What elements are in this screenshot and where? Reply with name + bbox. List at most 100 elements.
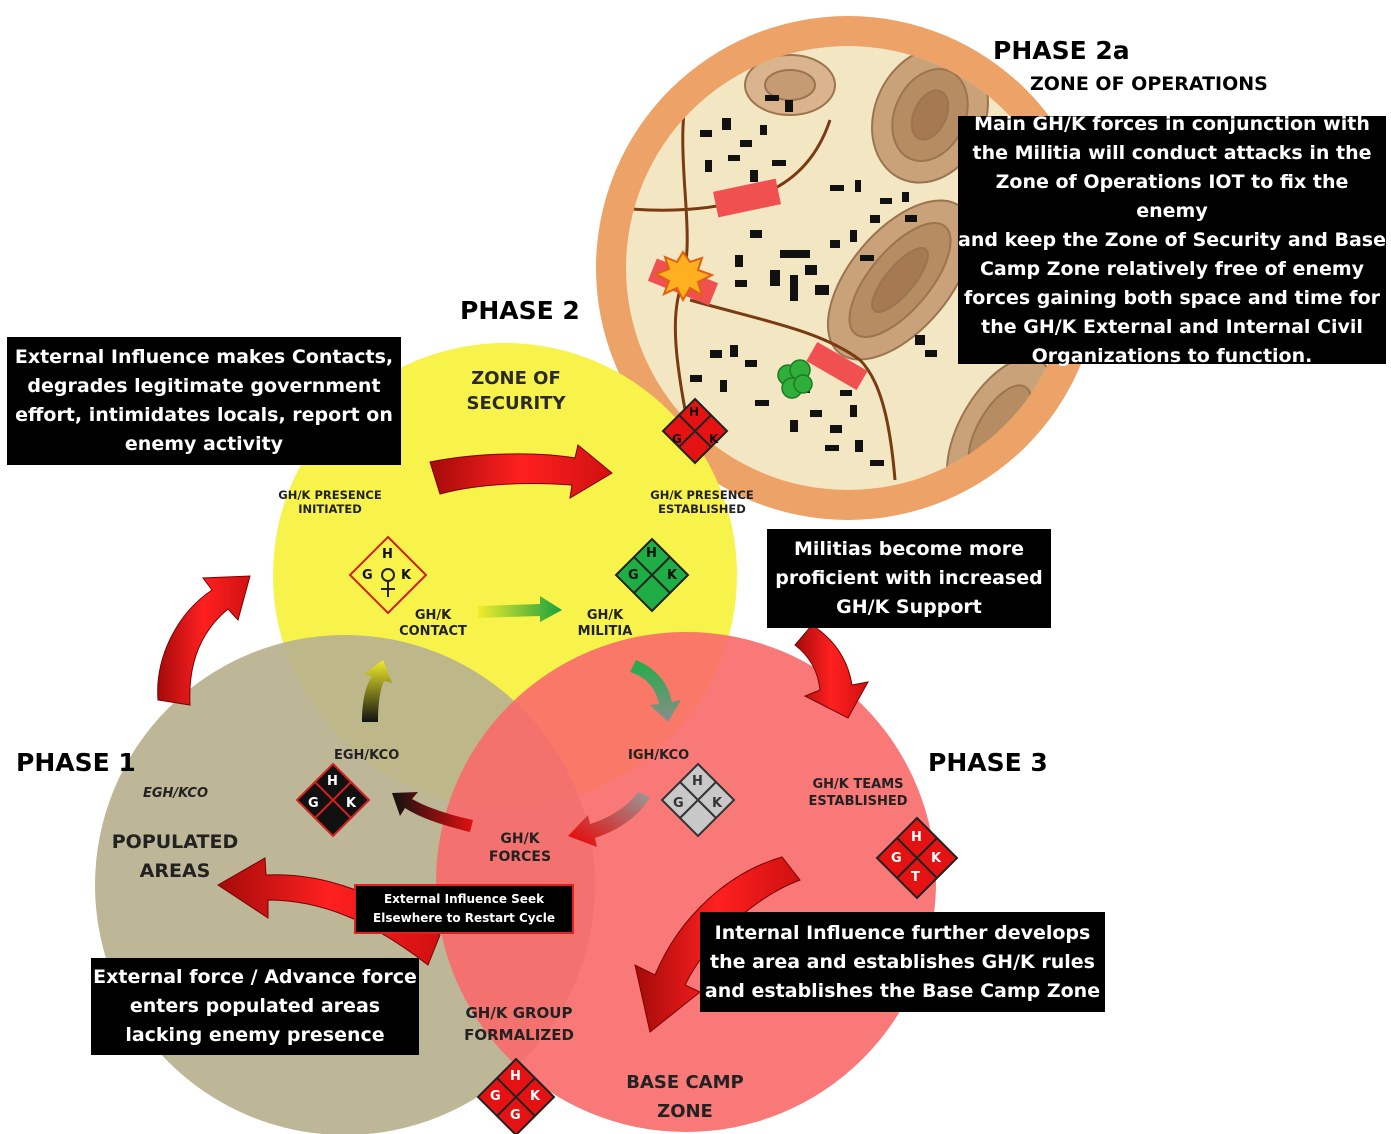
diamond-letter-g: G [628, 568, 639, 583]
diamond-letter-k: K [530, 1089, 541, 1104]
callout-line: enters populated areas [129, 995, 381, 1017]
label-line: GH/K PRESENCE [278, 488, 382, 502]
explosion-icon [653, 250, 715, 303]
group-formalized-label: GH/K GROUP FORMALIZED [454, 1002, 584, 1046]
diamond-letter-g: G [510, 1108, 521, 1123]
diamond-letter-k: K [709, 432, 719, 446]
phase-2a-title: PHASE 2a [993, 36, 1130, 65]
external-influence-callout: External Influence makes Contacts, degra… [7, 337, 401, 465]
red-arrow [157, 575, 251, 706]
label-line: GH/K GROUP [465, 1004, 573, 1022]
buildings [690, 95, 937, 466]
zone-of-operations-title: ZONE OF OPERATIONS [1030, 73, 1268, 95]
gh-k-diamond-black [295, 762, 371, 838]
callout-line: forces gaining both space and time for [964, 286, 1380, 309]
gh-k-diamond-red-top [661, 397, 729, 465]
phase-3-title: PHASE 3 [928, 748, 1048, 777]
callout-line: External Influence makes Contacts, [14, 346, 394, 368]
restart-cycle-box-frame [354, 884, 574, 934]
diamond-letter-g: G [490, 1089, 501, 1104]
callout-line: the Militia will conduct attacks in the [972, 141, 1372, 164]
green-grey-arrow [630, 660, 681, 722]
zone-title-line: SECURITY [466, 393, 566, 414]
callout-line: External force / Advance force [93, 966, 417, 988]
contact-label: GH/K CONTACT [388, 608, 478, 640]
phase-2-title: PHASE 2 [460, 296, 580, 325]
igh-kco-label: IGH/KCO [628, 748, 690, 763]
yellow-arrow [362, 660, 392, 722]
label-line: GH/K [500, 831, 540, 847]
callout-line: enemy activity [124, 433, 284, 455]
diamond-letter-k: K [667, 568, 678, 583]
diamond-letter-h: H [692, 774, 703, 789]
label-line: GH/K [586, 608, 624, 623]
militias-callout: Militias become more proficient with inc… [767, 529, 1051, 628]
diamond-letter-k: K [401, 568, 412, 583]
gh-k-t-diamond [875, 816, 959, 900]
callout-line: GH/K Support [836, 596, 982, 618]
presence-established-label: GH/K PRESENCE ESTABLISHED [640, 488, 764, 516]
diamond-letter-g: G [673, 796, 684, 811]
diamond-letter-h: H [911, 830, 922, 845]
main-forces-callout: Main GH/K forces in conjunction with the… [958, 113, 1386, 367]
populated-areas-title: POPULATED AREAS [95, 828, 255, 886]
callout-line: degrades legitimate government [27, 375, 381, 397]
zone-of-security-title: ZONE OF SECURITY [440, 366, 592, 416]
callout-line: Elsewhere to Restart Cycle [373, 911, 555, 925]
grey-red-arrow [568, 792, 650, 847]
gh-k-diamond-grey [660, 762, 736, 838]
label-line: ESTABLISHED [808, 794, 908, 809]
contact-symbol-icon [381, 568, 395, 597]
diamond-letter-g: G [308, 796, 319, 811]
zone-title-line: BASE CAMP [626, 1072, 744, 1093]
zone-title-line: POPULATED [111, 831, 239, 853]
label-line: FORMALIZED [464, 1026, 574, 1044]
label-line: GH/K [414, 608, 452, 623]
callout-line: the area and establishes GH/K rules [710, 950, 1095, 973]
callout-line: Organizations to function. [1031, 344, 1313, 367]
label-line: GH/K TEAMS [812, 777, 904, 792]
callout-line: Internal Influence further develops [714, 921, 1091, 944]
militia-label: GH/K MILITIA [565, 608, 645, 640]
label-line: FORCES [488, 849, 552, 865]
callout-line: the GH/K External and Internal Civil [981, 315, 1363, 338]
diamond-letter-h: H [382, 547, 393, 562]
teams-established-label: GH/K TEAMS ESTABLISHED [798, 776, 918, 810]
callout-line: Zone of Operations IOT to fix the enemy [995, 170, 1349, 222]
phase-1-title: PHASE 1 [16, 748, 136, 777]
egh-kco-label: EGH/KCO [334, 748, 400, 763]
forces-label: GH/K FORCES [484, 830, 556, 866]
gh-k-g-diamond [476, 1057, 556, 1134]
diamond-letter-h: H [689, 405, 700, 419]
callout-line: and keep the Zone of Security and Base [958, 228, 1386, 251]
internal-influence-callout: Internal Influence further develops the … [700, 912, 1105, 1012]
label-line: CONTACT [399, 624, 467, 639]
callout-line: Militias become more [794, 538, 1024, 560]
red-arrow [634, 856, 801, 1033]
green-arrow [478, 596, 562, 622]
diamond-letter-k: K [712, 796, 723, 811]
diamond-letter-k: K [346, 796, 357, 811]
callout-line: External Influence Seek [383, 892, 545, 906]
red-arrow [794, 624, 869, 719]
gh-k-diamond-yellow [348, 535, 428, 615]
restart-cycle-callout: External Influence Seek Elsewhere to Res… [357, 887, 571, 931]
diamond-letter-h: H [510, 1069, 521, 1084]
diamond-letter-h: H [646, 546, 657, 561]
diamond-letter-k: K [931, 851, 942, 866]
label-line: ESTABLISHED [658, 502, 746, 516]
callout-line: effort, intimidates locals, report on [15, 404, 393, 426]
diamond-letter-g: G [362, 568, 373, 583]
zone-title-line: ZONE [657, 1101, 713, 1122]
zone-title-line: AREAS [139, 860, 211, 882]
diamond-letter-g: G [891, 851, 902, 866]
base-camp-zone-title: BASE CAMP ZONE [610, 1068, 760, 1126]
label-line: GH/K PRESENCE [650, 488, 754, 502]
label-line: MILITIA [577, 624, 633, 639]
red-arrow [429, 444, 613, 499]
callout-line: Main GH/K forces in conjunction with [974, 112, 1370, 135]
label-line: INITIATED [298, 502, 362, 516]
callout-line: proficient with increased [775, 567, 1043, 589]
zone-title-line: ZONE OF [471, 368, 561, 389]
gh-k-diamond-green [614, 537, 690, 613]
